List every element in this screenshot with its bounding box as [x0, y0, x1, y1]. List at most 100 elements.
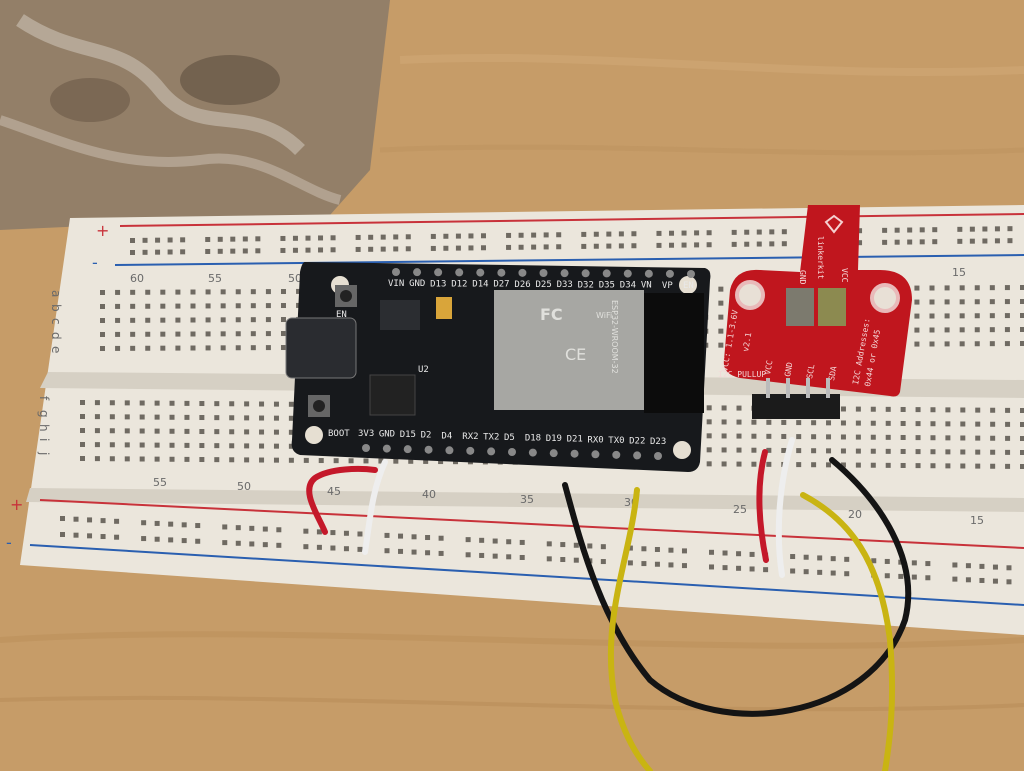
breadboard-hole [145, 331, 151, 337]
breadboard-hole [721, 447, 727, 453]
breadboard-hole [749, 566, 755, 572]
breadboard-hole [543, 232, 549, 238]
breadboard-hole [506, 539, 512, 545]
breadboard-hole [175, 303, 181, 309]
breadboard-hole [736, 405, 742, 411]
breadboard-hole [280, 345, 286, 351]
breadboard-hole [751, 419, 757, 425]
usb-c-port[interactable] [285, 317, 357, 379]
breadboard-hole [944, 327, 950, 333]
breadboard-hole [205, 248, 211, 254]
header-pin [382, 444, 391, 453]
row-letter: a [49, 290, 63, 297]
breadboard-hole [573, 557, 579, 563]
rail-plus-bottom: + [10, 495, 23, 514]
pin-label: RX0 [587, 435, 603, 445]
breadboard-hole [1005, 421, 1011, 427]
breadboard-hole [546, 541, 552, 547]
jumper-wires [306, 437, 912, 771]
breadboard-hole [656, 230, 662, 236]
breadboard-hole [915, 435, 921, 441]
header-pin [424, 445, 433, 454]
breadboard-hole [443, 245, 449, 251]
breadboard-hole [1007, 238, 1013, 244]
usb-uart-chip [369, 374, 416, 416]
pin-label: D27 [493, 280, 509, 290]
breadboard-hole [1020, 408, 1024, 413]
breadboard-hole [1005, 463, 1011, 469]
breadboard-hole [694, 230, 700, 236]
pin-label: D25 [536, 280, 552, 290]
pin-label: D23 [650, 437, 666, 447]
breadboard-hole [706, 461, 712, 467]
breadboard-hole [276, 527, 282, 533]
header-pin [581, 269, 590, 278]
breadboard-hole [930, 421, 936, 427]
pin-label: TX0 [608, 436, 624, 446]
breadboard-hole [894, 239, 900, 245]
breadboard-hole [965, 577, 971, 583]
breadboard-hole [957, 238, 963, 244]
breadboard-hole [736, 433, 742, 439]
breadboard-hole [80, 414, 85, 419]
breadboard-hole [781, 447, 787, 453]
breadboard-hole [465, 537, 471, 543]
breadboard-hole [205, 289, 211, 295]
breadboard-hole [885, 448, 891, 454]
breadboard-hole [974, 313, 980, 319]
breadboard-hole [929, 299, 935, 305]
breadboard-hole [235, 289, 241, 295]
breadboard-hole [900, 462, 906, 468]
esp32-wroom-module [494, 290, 644, 410]
wifi-logo: WiFi [596, 311, 612, 320]
pin-label: D32 [578, 280, 594, 290]
breadboard-hole [900, 406, 906, 412]
breadboard-hole [318, 235, 324, 241]
breadboard-hole [781, 433, 787, 439]
rail-minus-bottom: - [6, 533, 12, 552]
breadboard-hole [929, 327, 935, 333]
breadboard-hole [1020, 436, 1024, 441]
breadboard-hole [709, 564, 715, 570]
breadboard-hole [220, 345, 226, 351]
breadboard-hole [914, 341, 920, 347]
breadboard-hole [139, 400, 145, 406]
breadboard-hole [368, 234, 374, 240]
breadboard-hole [1005, 435, 1011, 441]
breadboard-hole [109, 456, 115, 462]
breadboard-hole [80, 442, 85, 447]
breadboard-hole [479, 552, 485, 558]
breadboard-hole [229, 415, 235, 421]
header-pin [497, 268, 506, 277]
breadboard-hole [885, 420, 891, 426]
breadboard-hole [840, 462, 846, 468]
header-pin [362, 444, 370, 452]
breadboard-hole [273, 457, 279, 463]
breadboard-hole [884, 558, 890, 564]
breadboard-hole [766, 433, 772, 439]
breadboard-hole [87, 517, 93, 523]
breadboard-hole [80, 428, 85, 433]
breadboard-hole [1020, 341, 1024, 346]
breadboard-hole [124, 442, 130, 448]
mounting-hole [305, 426, 323, 444]
breadboard-hole [990, 407, 996, 413]
header-pin [623, 269, 632, 278]
breadboard-hole [990, 449, 996, 455]
pad-label: VCC [840, 268, 849, 283]
breadboard-hole [130, 250, 135, 255]
breadboard-hole [94, 414, 100, 420]
top-blue-rail [114, 254, 1024, 266]
breadboard-hole [60, 532, 65, 537]
breadboard-hole [560, 557, 566, 563]
breadboard-hole [506, 554, 512, 560]
pin-label: D14 [472, 280, 488, 290]
breadboard-hole [965, 563, 971, 569]
light-sensor-breakout: linkerkit GND VCC VCC: 1.1-3.6V v2.1 I2C… [718, 205, 912, 419]
breadboard-hole [669, 242, 675, 248]
breadboard-hole [706, 230, 712, 236]
breadboard-hole [259, 401, 265, 407]
row-letter: c [49, 318, 63, 325]
